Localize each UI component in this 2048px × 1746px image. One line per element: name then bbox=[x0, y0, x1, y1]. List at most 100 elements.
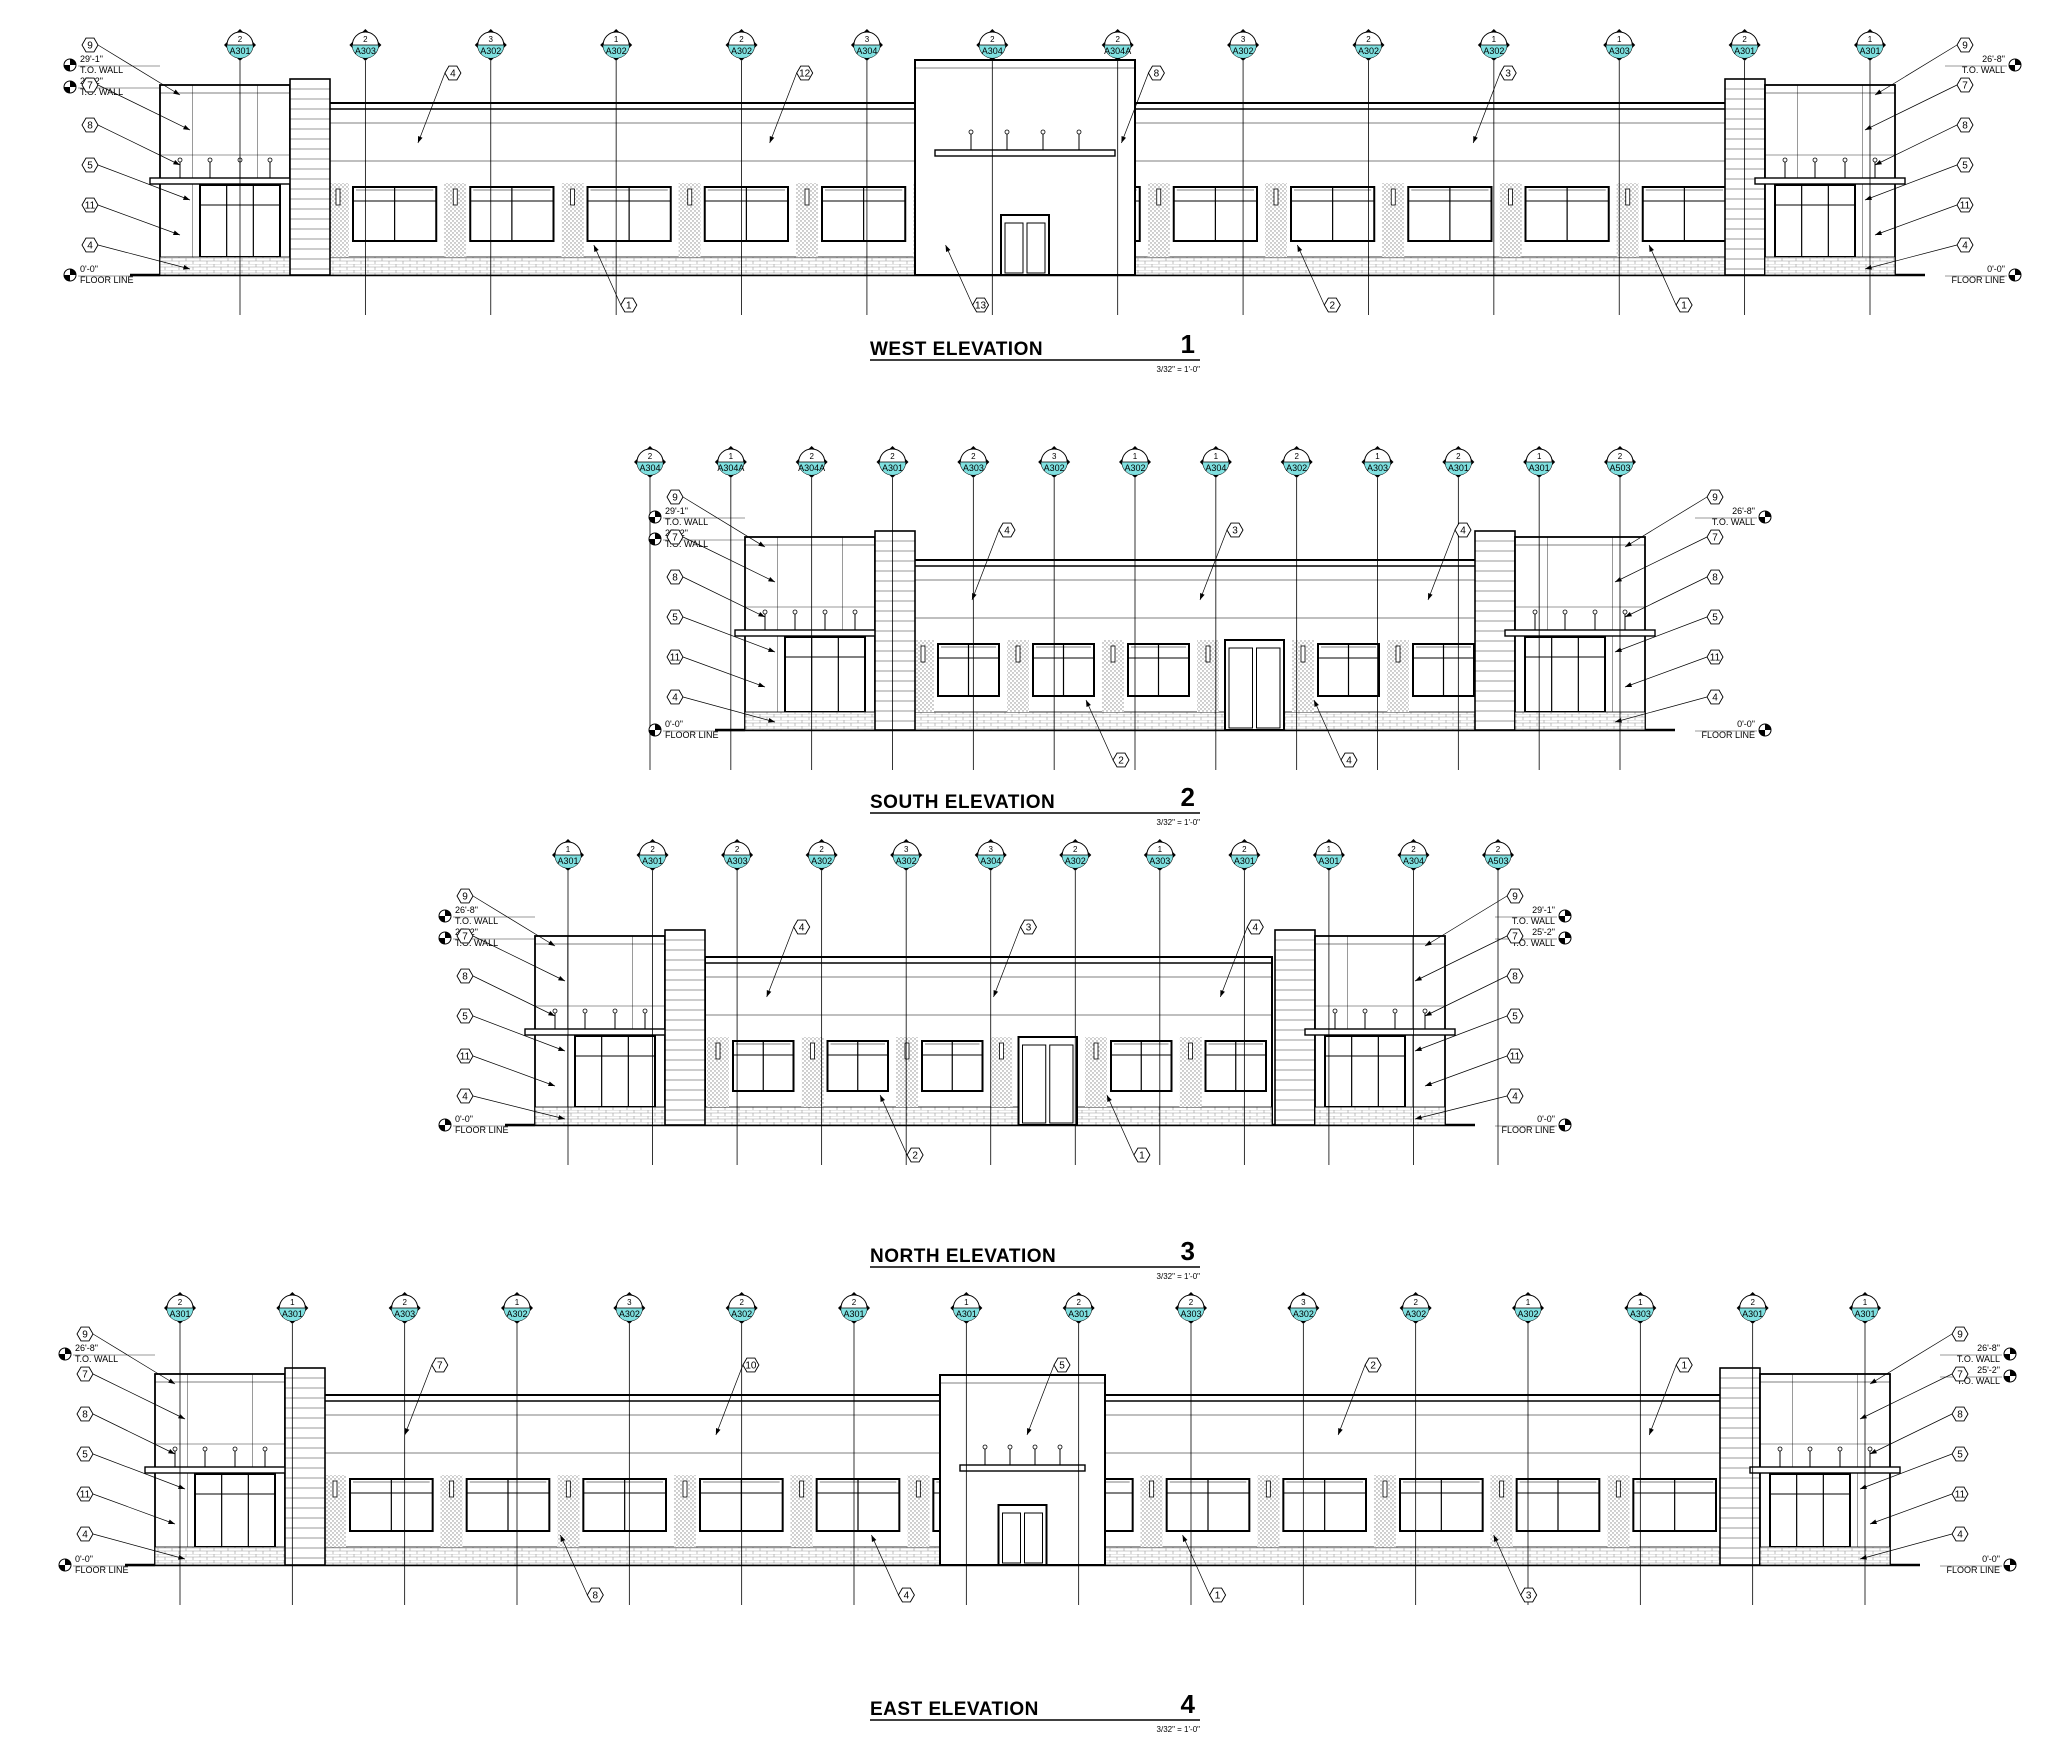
keynote-number: 2 bbox=[1118, 756, 1124, 767]
keynote-number: 11 bbox=[460, 1052, 471, 1063]
masonry-pier bbox=[1147, 183, 1170, 257]
leader-line bbox=[945, 244, 973, 306]
leader-line bbox=[97, 204, 181, 236]
elevation-title-text: WEST ELEVATION bbox=[870, 339, 1043, 360]
canopy bbox=[959, 1444, 1086, 1472]
sheet-reference: A302 bbox=[619, 1309, 640, 1319]
leader-line bbox=[92, 1493, 176, 1525]
leader-line bbox=[1869, 1333, 1953, 1385]
section-number: 3 bbox=[1052, 452, 1057, 461]
section-number: 1 bbox=[1638, 1298, 1643, 1307]
section-number: 2 bbox=[1076, 1298, 1081, 1307]
storefront-window bbox=[1165, 1478, 1251, 1532]
leader-line bbox=[1864, 164, 1958, 201]
section-number: 2 bbox=[1456, 452, 1461, 461]
sheet-reference: A301 bbox=[557, 856, 578, 866]
leader-line bbox=[1869, 1493, 1953, 1525]
level-marker: 0'-0"FLOOR LINE bbox=[58, 1554, 155, 1575]
leader-line bbox=[417, 72, 446, 144]
sheet-reference: A304A bbox=[1104, 46, 1131, 56]
keynote-number: 8 bbox=[1712, 573, 1718, 584]
sheet-reference: A303 bbox=[394, 1309, 415, 1319]
leader-line bbox=[97, 164, 191, 201]
sheet-reference: A301 bbox=[1529, 463, 1550, 473]
keynote-number: 5 bbox=[672, 613, 678, 624]
masonry-pier bbox=[444, 183, 467, 257]
sheet-reference: A301 bbox=[1859, 46, 1880, 56]
sheet-reference: A301 bbox=[229, 46, 250, 56]
sheet-reference: A302 bbox=[1065, 856, 1086, 866]
masonry-pier bbox=[801, 1037, 824, 1107]
keynote-number: 5 bbox=[462, 1012, 468, 1023]
level-marker: 26'-8"T.O. WALL bbox=[1945, 54, 2022, 75]
keynote-tag: 4 bbox=[1506, 1088, 1524, 1104]
tower-column bbox=[874, 530, 916, 731]
keynote-number: 1 bbox=[1681, 301, 1687, 312]
keynote-number: 5 bbox=[82, 1450, 88, 1461]
keynote-number: 4 bbox=[1253, 923, 1259, 934]
keynote-number: 9 bbox=[82, 1330, 88, 1341]
leader-line bbox=[682, 696, 776, 723]
masonry-pier bbox=[907, 1475, 930, 1547]
leader-line bbox=[1874, 124, 1958, 166]
keynote-tag: 7 bbox=[1506, 928, 1524, 944]
masonry-pier bbox=[1085, 1037, 1107, 1107]
central-entry bbox=[914, 59, 1136, 276]
masonry-pier bbox=[1140, 1475, 1163, 1547]
sheet-reference: A302 bbox=[1286, 463, 1307, 473]
storefront-window bbox=[1127, 643, 1190, 697]
leader-line bbox=[1614, 616, 1708, 653]
keynote-number: 7 bbox=[1512, 932, 1518, 943]
masonry-pier bbox=[1179, 1037, 1202, 1107]
level-name: T.O. WALL bbox=[80, 87, 123, 97]
sheet-reference: A301 bbox=[843, 1309, 864, 1319]
keynote-number: 2 bbox=[1330, 301, 1336, 312]
section-number: 2 bbox=[178, 1298, 183, 1307]
masonry-pier bbox=[790, 1475, 813, 1547]
elevation-number: 4 bbox=[1181, 1689, 1196, 1719]
leader-line bbox=[97, 244, 191, 270]
level-marker: 26'-8"T.O. WALL bbox=[1695, 506, 1772, 527]
section-number: 2 bbox=[1073, 845, 1078, 854]
leader-line bbox=[97, 124, 181, 166]
storefront-window bbox=[1282, 1478, 1368, 1532]
storefront-window bbox=[469, 186, 555, 242]
end-bay bbox=[734, 536, 886, 731]
level-marker: 0'-0"FLOOR LINE bbox=[1695, 719, 1772, 740]
sheet-reference: A301 bbox=[282, 1309, 303, 1319]
section-number: 3 bbox=[865, 35, 870, 44]
sheet-reference: A301 bbox=[642, 856, 663, 866]
elevation-number: 1 bbox=[1181, 329, 1195, 359]
keynote-tag: 5 bbox=[1951, 1446, 1969, 1462]
leader-line bbox=[1106, 1094, 1135, 1156]
keynote-number: 5 bbox=[1712, 613, 1718, 624]
leader-line bbox=[1869, 1413, 1953, 1455]
masonry-pier bbox=[896, 1037, 918, 1107]
keynote-number: 3 bbox=[1026, 923, 1032, 934]
level-elevation: 29'-1" bbox=[80, 54, 103, 64]
keynote-number: 1 bbox=[1139, 1151, 1145, 1162]
leader-line bbox=[92, 1533, 186, 1560]
keynote-number: 4 bbox=[1346, 756, 1352, 767]
keynote-tag: 4 bbox=[897, 1587, 915, 1603]
leader-line bbox=[1414, 935, 1508, 982]
drawing-scale: 3/32" = 1'-0" bbox=[1157, 365, 1201, 374]
section-number: 1 bbox=[1863, 1298, 1868, 1307]
elevation-number: 2 bbox=[1181, 782, 1195, 812]
level-elevation: 25'-2" bbox=[1977, 1365, 2000, 1375]
keynote-tag: 2 bbox=[906, 1147, 924, 1163]
storefront-window bbox=[1032, 643, 1095, 697]
keynote-tag: 4 bbox=[1956, 237, 1974, 253]
keynote-number: 2 bbox=[912, 1151, 918, 1162]
sheet-reference: A302 bbox=[731, 46, 752, 56]
storefront-window bbox=[732, 1040, 795, 1092]
